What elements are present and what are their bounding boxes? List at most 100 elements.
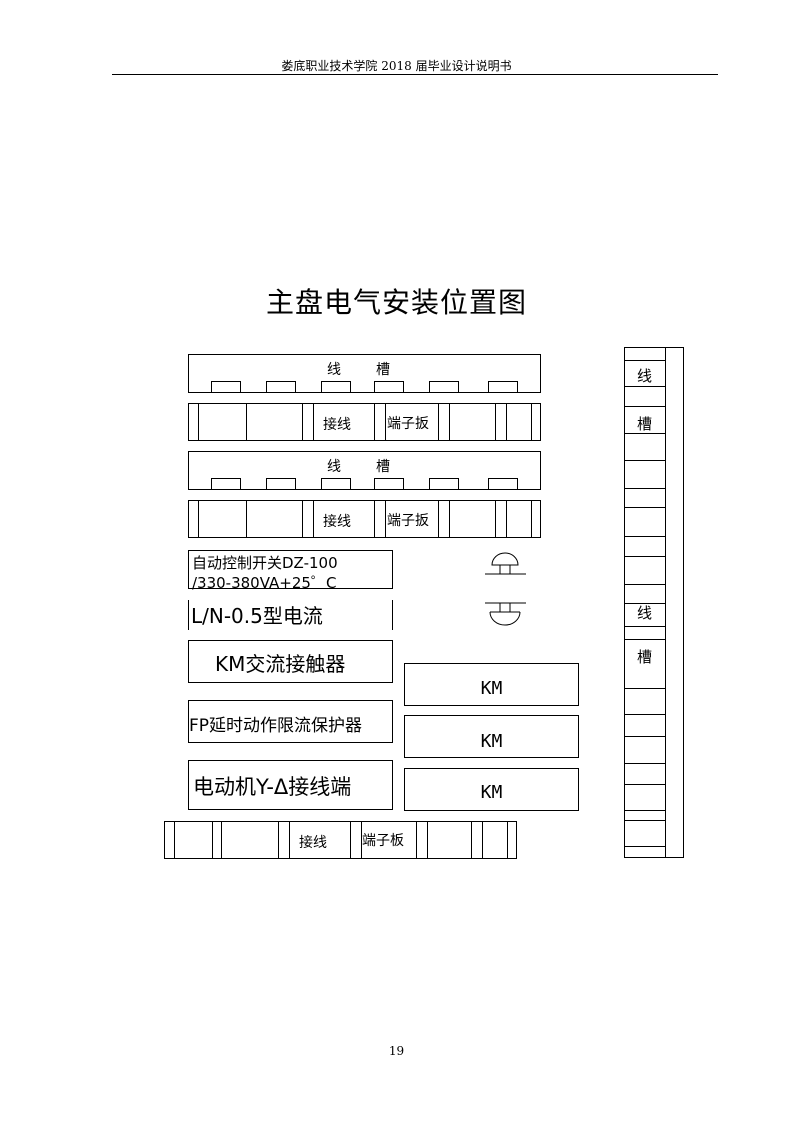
current-transformer: L/N-0.5型电流	[188, 600, 393, 630]
terminal-divider	[289, 822, 290, 858]
side-trough-rung	[625, 784, 665, 785]
trough-slot	[429, 381, 459, 393]
side-trough-rung	[625, 406, 665, 407]
terminal-divider	[427, 822, 428, 858]
trough-slot	[211, 381, 241, 393]
auto-switch-line2: /330-380VA+25゜C	[192, 574, 337, 592]
terminal-divider	[531, 404, 532, 440]
terminal-label-right: 端子板	[362, 833, 404, 849]
km-ac-contactor: KM交流接触器	[188, 640, 393, 683]
terminal-divider	[385, 404, 386, 440]
km-label: KM	[480, 731, 503, 752]
terminal-divider	[313, 501, 314, 537]
trough-slot	[266, 478, 296, 490]
trough-slot	[321, 381, 351, 393]
side-trough-rung	[625, 688, 665, 689]
current-label: L/N-0.5型电流	[191, 604, 323, 628]
trough-slot	[488, 381, 518, 393]
side-trough-rung	[625, 488, 665, 489]
wiring-trough-1: 线 槽	[188, 354, 541, 393]
km-label: KM	[480, 678, 503, 699]
terminal-divider	[482, 822, 483, 858]
fp-protector: FP延时动作限流保护器	[188, 700, 393, 743]
terminal-label-left: 接线	[299, 835, 327, 851]
trough-slot	[211, 478, 241, 490]
terminal-divider	[361, 822, 362, 858]
terminal-divider	[221, 822, 222, 858]
page-number: 19	[388, 1044, 405, 1058]
side-trough-rung	[625, 810, 665, 811]
side-trough-rung	[625, 846, 665, 847]
trough-label-left: 线	[327, 362, 341, 378]
terminal-block-2: 接线 端子扳	[188, 500, 541, 538]
side-trough-inner-line	[665, 348, 666, 857]
terminal-divider	[506, 404, 507, 440]
side-trough-rung	[625, 360, 665, 361]
side-trough-rung	[625, 763, 665, 764]
trough-slot	[488, 478, 518, 490]
terminal-divider	[350, 822, 351, 858]
terminal-divider	[302, 404, 303, 440]
terminal-label-right: 端子扳	[387, 416, 429, 432]
terminal-block-bottom: 接线 端子板	[164, 821, 517, 859]
terminal-label-left: 接线	[323, 417, 351, 433]
terminal-divider	[212, 822, 213, 858]
terminal-divider	[302, 501, 303, 537]
km-box-2: KM	[404, 715, 579, 758]
terminal-divider	[246, 501, 247, 537]
side-trough-label-b: 槽	[637, 415, 653, 433]
terminal-divider	[507, 822, 508, 858]
page-header: 娄底职业技术学院 2018 届毕业设计说明书	[281, 59, 512, 73]
terminal-divider	[449, 404, 450, 440]
terminal-divider	[385, 501, 386, 537]
side-wiring-trough: 线 槽 线 槽	[624, 347, 684, 858]
terminal-divider	[246, 404, 247, 440]
fuse-symbol-bottom	[485, 602, 526, 626]
terminal-divider	[531, 501, 532, 537]
side-trough-rung	[625, 736, 665, 737]
terminal-divider	[313, 404, 314, 440]
terminal-divider	[416, 822, 417, 858]
motor-terminal: 电动机Y-Δ接线端	[188, 760, 393, 810]
terminal-divider	[198, 501, 199, 537]
terminal-block-1: 接线 端子扳	[188, 403, 541, 441]
side-trough-rung	[625, 386, 665, 387]
auto-switch-line1: 自动控制开关DZ-100	[192, 554, 338, 572]
terminal-label-left: 接线	[323, 514, 351, 530]
auto-control-switch: 自动控制开关DZ-100 /330-380VA+25゜C	[188, 550, 393, 592]
motor-label: 电动机Y-Δ接线端	[193, 775, 352, 799]
terminal-label-right: 端子扳	[387, 513, 429, 529]
side-trough-rung	[625, 536, 665, 537]
trough-label-right: 槽	[376, 362, 390, 378]
terminal-divider	[278, 822, 279, 858]
trough-slot	[374, 381, 404, 393]
terminal-divider	[374, 501, 375, 537]
terminal-divider	[438, 501, 439, 537]
fuse-symbol-top	[485, 552, 526, 575]
side-trough-label-a: 线	[637, 367, 653, 385]
wiring-trough-2: 线 槽	[188, 451, 541, 490]
side-trough-rung	[625, 584, 665, 585]
side-trough-rung	[625, 460, 665, 461]
header-rule	[112, 74, 718, 75]
side-trough-rung	[625, 626, 665, 627]
terminal-divider	[438, 404, 439, 440]
side-trough-rung	[625, 714, 665, 715]
side-trough-rung	[625, 433, 665, 434]
km-label: KM	[480, 782, 503, 803]
trough-slot	[321, 478, 351, 490]
trough-label-left: 线	[327, 459, 341, 475]
side-trough-label-c: 线	[637, 604, 653, 622]
terminal-divider	[471, 822, 472, 858]
terminal-divider	[174, 822, 175, 858]
trough-slot	[266, 381, 296, 393]
side-trough-rung	[625, 820, 665, 821]
diagram-title: 主盘电气安装位置图	[265, 286, 527, 319]
contactor-label: KM交流接触器	[215, 652, 346, 676]
terminal-divider	[449, 501, 450, 537]
side-trough-rung	[625, 556, 665, 557]
terminal-divider	[495, 501, 496, 537]
terminal-divider	[506, 501, 507, 537]
trough-slot	[374, 478, 404, 490]
side-trough-rung	[625, 603, 665, 604]
